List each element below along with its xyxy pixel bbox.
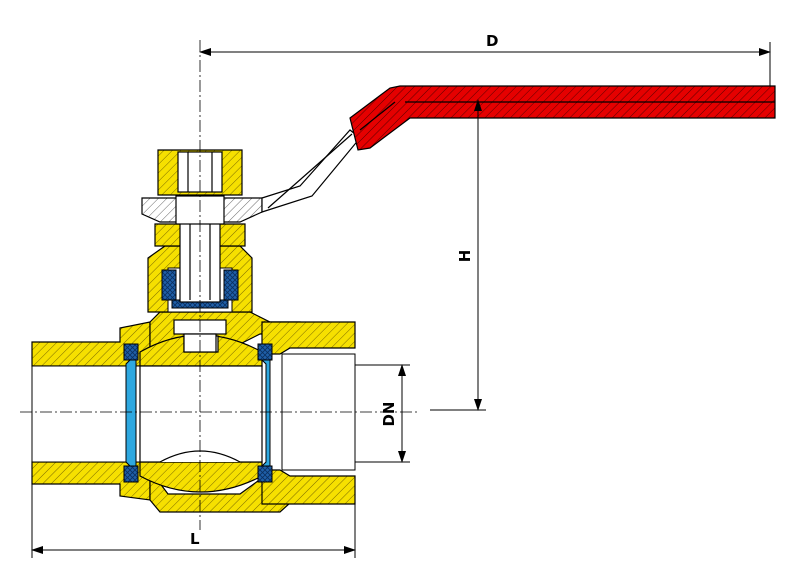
dimension-l	[31, 484, 356, 558]
valve-ball	[139, 334, 263, 493]
seat-rings	[123, 343, 273, 483]
label-l: L	[190, 530, 200, 548]
handle-base	[141, 129, 361, 225]
label-d: D	[486, 32, 498, 50]
dimension-d	[199, 42, 771, 86]
handle-lever	[349, 85, 776, 151]
dimension-dn	[355, 364, 410, 463]
center-lines	[20, 40, 420, 530]
dimension-h	[430, 99, 486, 411]
label-dn: DN	[380, 401, 398, 426]
label-h: H	[456, 250, 474, 263]
